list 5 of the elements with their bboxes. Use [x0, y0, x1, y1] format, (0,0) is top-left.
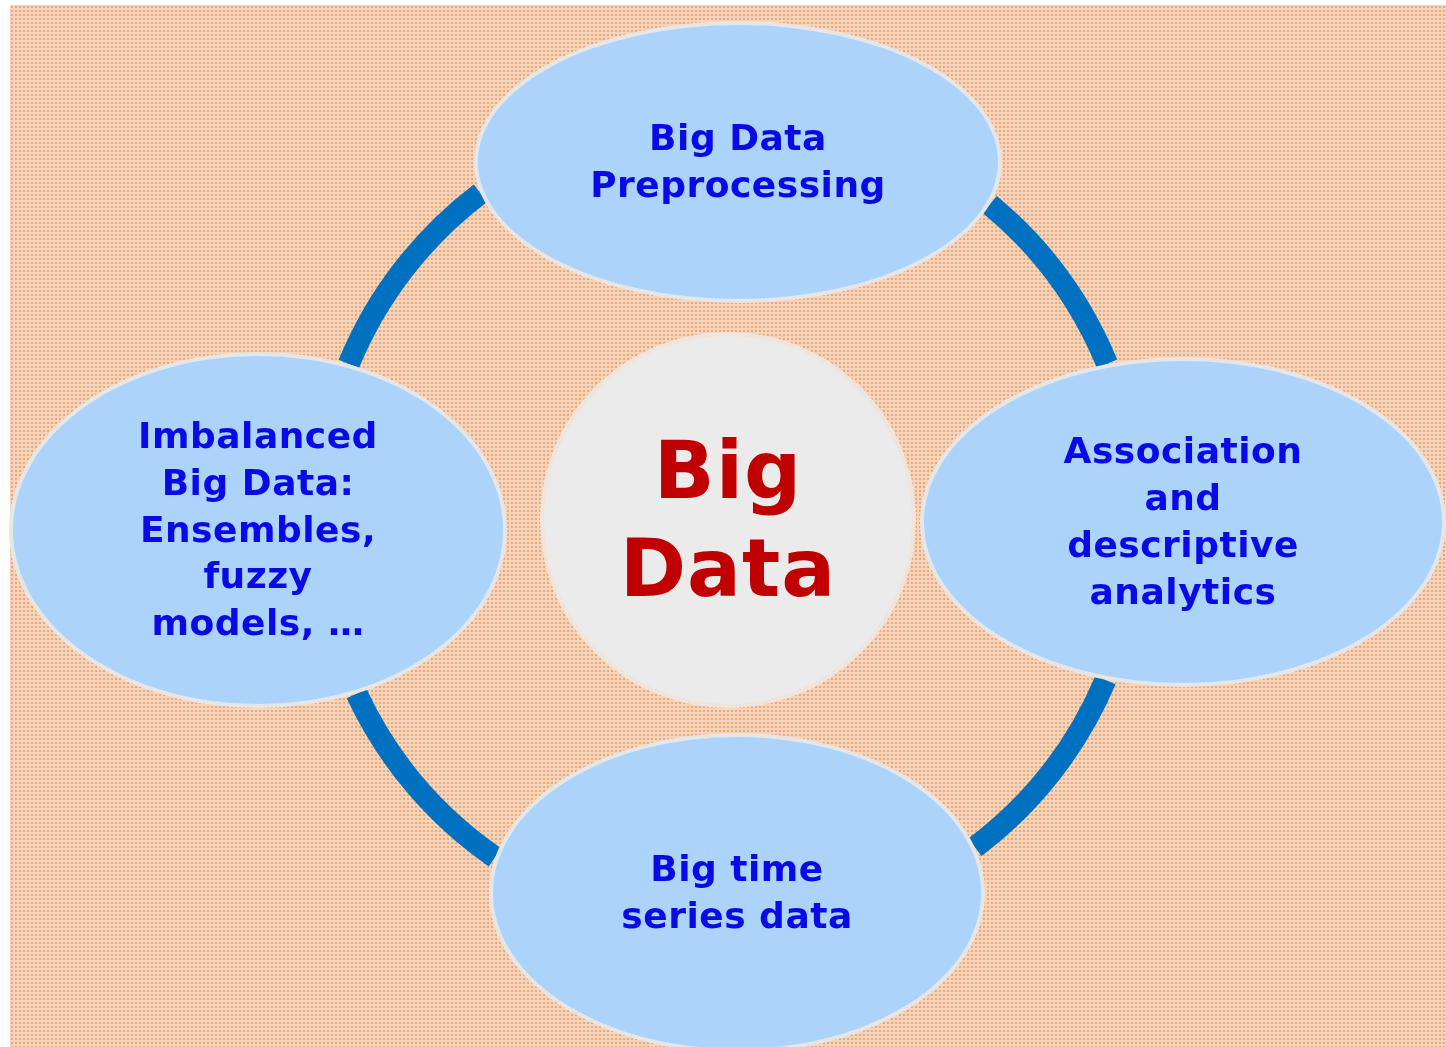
hub-label: Big Data [618, 423, 838, 617]
topic-label: Imbalanced Big Data: Ensembles, fuzzy models, … [137, 414, 379, 646]
topic-label: Big time series data [620, 847, 854, 938]
topic-label: Big Data Preprocessing [589, 116, 887, 207]
topic-label: Association and descriptive analytics [1062, 429, 1304, 614]
